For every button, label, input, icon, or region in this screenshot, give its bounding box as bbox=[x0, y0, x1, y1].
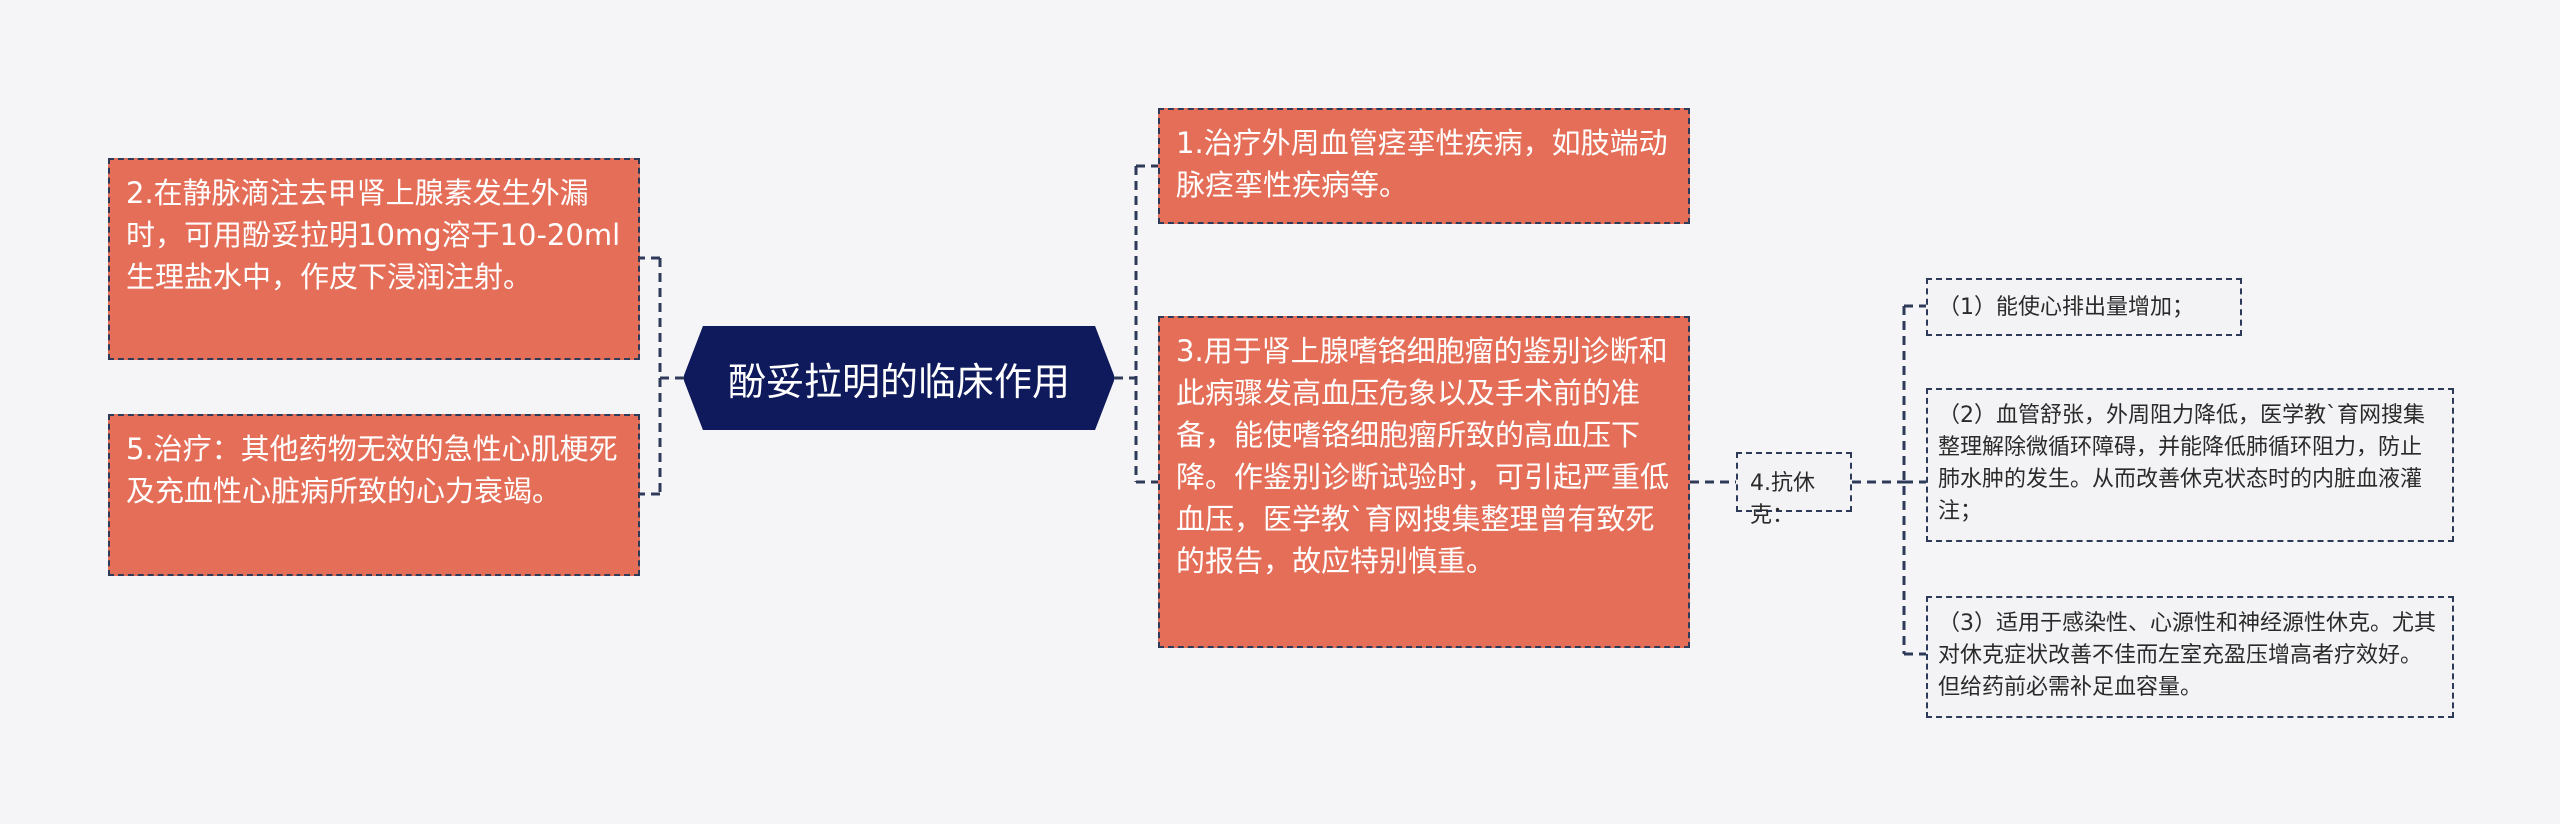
right-node-pheochromocytoma-text: 3.用于肾上腺嗜铬细胞瘤的鉴别诊断和此病骤发高血压危象以及手术前的准备，能使嗜铬… bbox=[1176, 334, 1670, 578]
shock-item-vasodilation[interactable]: （2）血管舒张，外周阻力降低，医学教`育网搜集整理解除微循环障碍，并能降低肺循环… bbox=[1926, 388, 2454, 542]
left-node-extravasation[interactable]: 2.在静脉滴注去甲肾上腺素发生外漏时，可用酚妥拉明10mg溶于10-20ml生理… bbox=[108, 158, 640, 360]
shock-item-cardiac-output-text: （1）能使心排出量增加； bbox=[1938, 295, 2194, 320]
shock-item-vasodilation-text: （2）血管舒张，外周阻力降低，医学教`育网搜集整理解除微循环障碍，并能降低肺循环… bbox=[1938, 403, 2425, 524]
shock-node-label: 4.抗休克： bbox=[1750, 471, 1815, 528]
right-node-vasospasm-text: 1.治疗外周血管痉挛性疾病，如肢端动脉痉挛性疾病等。 bbox=[1176, 126, 1668, 202]
left-node-heart-failure[interactable]: 5.治疗：其他药物无效的急性心肌梗死及充血性心脏病所致的心力衰竭。 bbox=[108, 414, 640, 576]
right-node-vasospasm[interactable]: 1.治疗外周血管痉挛性疾病，如肢端动脉痉挛性疾病等。 bbox=[1158, 108, 1690, 224]
shock-node[interactable]: 4.抗休克： bbox=[1736, 452, 1852, 528]
left-node-extravasation-text: 2.在静脉滴注去甲肾上腺素发生外漏时，可用酚妥拉明10mg溶于10-20ml生理… bbox=[126, 176, 621, 294]
center-node[interactable]: 酚妥拉明的临床作用 bbox=[684, 326, 1114, 430]
shock-item-indications[interactable]: （3）适用于感染性、心源性和神经源性休克。尤其对休克症状改善不佳而左室充盈压增高… bbox=[1926, 596, 2454, 718]
shock-item-cardiac-output[interactable]: （1）能使心排出量增加； bbox=[1926, 278, 2242, 336]
center-node-label: 酚妥拉明的临床作用 bbox=[727, 359, 1070, 404]
shock-item-indications-text: （3）适用于感染性、心源性和神经源性休克。尤其对休克症状改善不佳而左室充盈压增高… bbox=[1938, 611, 2436, 700]
left-node-heart-failure-text: 5.治疗：其他药物无效的急性心肌梗死及充血性心脏病所致的心力衰竭。 bbox=[126, 432, 618, 508]
center-node-shape bbox=[684, 326, 1114, 430]
right-node-pheochromocytoma[interactable]: 3.用于肾上腺嗜铬细胞瘤的鉴别诊断和此病骤发高血压危象以及手术前的准备，能使嗜铬… bbox=[1158, 316, 1690, 648]
